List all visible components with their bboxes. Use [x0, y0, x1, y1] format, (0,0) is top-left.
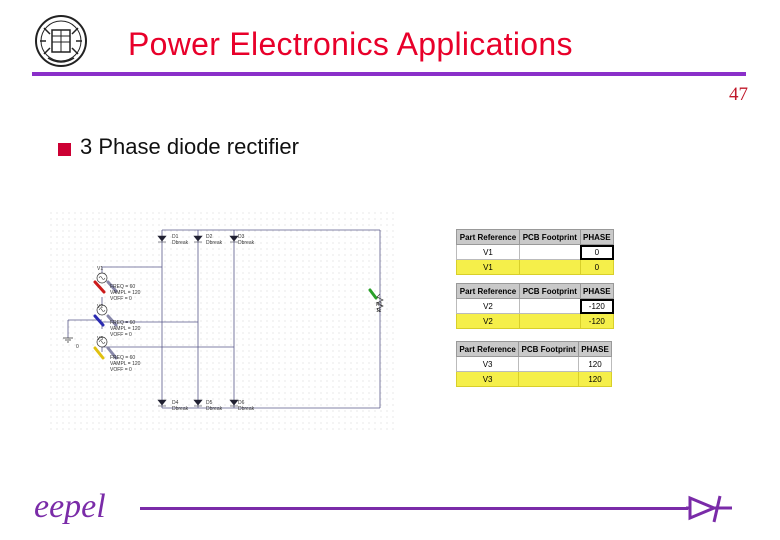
diode-model-d2: Dbreak: [206, 240, 223, 246]
table-row[interactable]: V2 -120: [456, 313, 615, 329]
cell-phase[interactable]: -120: [579, 313, 615, 329]
university-seal-icon: [35, 15, 87, 67]
bullet-square-icon: [58, 143, 71, 156]
phase-table-v1: Part Reference PCB Footprint PHASE V1 0 …: [456, 229, 615, 275]
col-phase: PHASE: [579, 283, 615, 299]
col-pcb-footprint: PCB Footprint: [518, 341, 580, 357]
table-row[interactable]: V3 120: [455, 371, 612, 387]
cell-phase[interactable]: 120: [578, 371, 612, 387]
cell-part-ref[interactable]: V2: [456, 313, 520, 329]
table-row[interactable]: V1 0: [456, 259, 615, 275]
diode-symbol-icon: [686, 495, 732, 523]
cell-phase[interactable]: -120: [579, 298, 615, 314]
col-part-reference: Part Reference: [456, 229, 520, 245]
source-v1-freq: FREQ = 60: [110, 284, 135, 290]
source-v3-vampl: VAMPL = 120: [110, 361, 141, 367]
cell-part-ref[interactable]: V3: [455, 371, 520, 387]
col-phase: PHASE: [578, 341, 612, 357]
diode-model-d6: Dbreak: [238, 406, 255, 412]
diode-label-d2: D2: [206, 234, 213, 240]
diode-label-d3: D3: [238, 234, 245, 240]
load-label: R1: [376, 302, 383, 308]
title-rule: [32, 72, 746, 76]
col-part-reference: Part Reference: [455, 341, 520, 357]
phase-table-v2: Part Reference PCB Footprint PHASE V2 -1…: [456, 283, 615, 329]
page-number: 47: [729, 84, 748, 105]
diode-model-d4: Dbreak: [172, 406, 189, 412]
cell-footprint[interactable]: [518, 313, 581, 329]
source-v3-voff: VOFF = 0: [110, 367, 132, 373]
cell-phase[interactable]: 0: [579, 259, 615, 275]
source-v2-vampl: VAMPL = 120: [110, 326, 141, 332]
diode-label-d6: D6: [238, 400, 245, 406]
source-v2-freq: FREQ = 60: [110, 320, 135, 326]
source-v3-freq: FREQ = 60: [110, 355, 135, 361]
rectifier-schematic: D1 Dbreak D2 Dbreak D3 Dbreak D4 Dbreak …: [50, 212, 395, 432]
source-v2-voff: VOFF = 0: [110, 332, 132, 338]
diode-model-d3: Dbreak: [238, 240, 255, 246]
source-label-v3: V3: [97, 336, 103, 342]
cell-footprint[interactable]: [518, 356, 580, 372]
diode-label-d5: D5: [206, 400, 213, 406]
table-row[interactable]: V3 120: [455, 356, 612, 372]
table-row[interactable]: V2 -120: [456, 298, 615, 314]
cell-footprint[interactable]: [518, 244, 581, 260]
cell-footprint[interactable]: [518, 298, 581, 314]
source-v1-voff: VOFF = 0: [110, 296, 132, 302]
cell-part-ref[interactable]: V1: [456, 244, 520, 260]
cell-part-ref[interactable]: V1: [456, 259, 520, 275]
source-label-v1: V1: [97, 266, 103, 272]
cell-footprint[interactable]: [518, 259, 581, 275]
diode-label-d1: D1: [172, 234, 179, 240]
col-pcb-footprint: PCB Footprint: [518, 229, 581, 245]
col-phase: PHASE: [579, 229, 615, 245]
eepel-logo: eepel: [34, 488, 106, 525]
slide-heading: 3 Phase diode rectifier: [80, 134, 299, 159]
col-part-reference: Part Reference: [456, 283, 520, 299]
cell-phase[interactable]: 0: [579, 244, 615, 260]
ground-label: 0: [76, 344, 79, 350]
cell-phase[interactable]: 120: [578, 356, 612, 372]
footer-rule: [140, 507, 688, 510]
col-pcb-footprint: PCB Footprint: [518, 283, 581, 299]
diode-model-d1: Dbreak: [172, 240, 189, 246]
source-v1-vampl: VAMPL = 120: [110, 290, 141, 296]
cell-part-ref[interactable]: V3: [455, 356, 520, 372]
diode-model-d5: Dbreak: [206, 406, 223, 412]
cell-footprint[interactable]: [518, 371, 580, 387]
cell-part-ref[interactable]: V2: [456, 298, 520, 314]
phase-table-v3: Part Reference PCB Footprint PHASE V3 12…: [455, 341, 612, 387]
source-label-v2: V2: [97, 304, 103, 310]
diode-label-d4: D4: [172, 400, 179, 406]
table-row[interactable]: V1 0: [456, 244, 615, 260]
page-title: Power Electronics Applications: [128, 26, 573, 62]
